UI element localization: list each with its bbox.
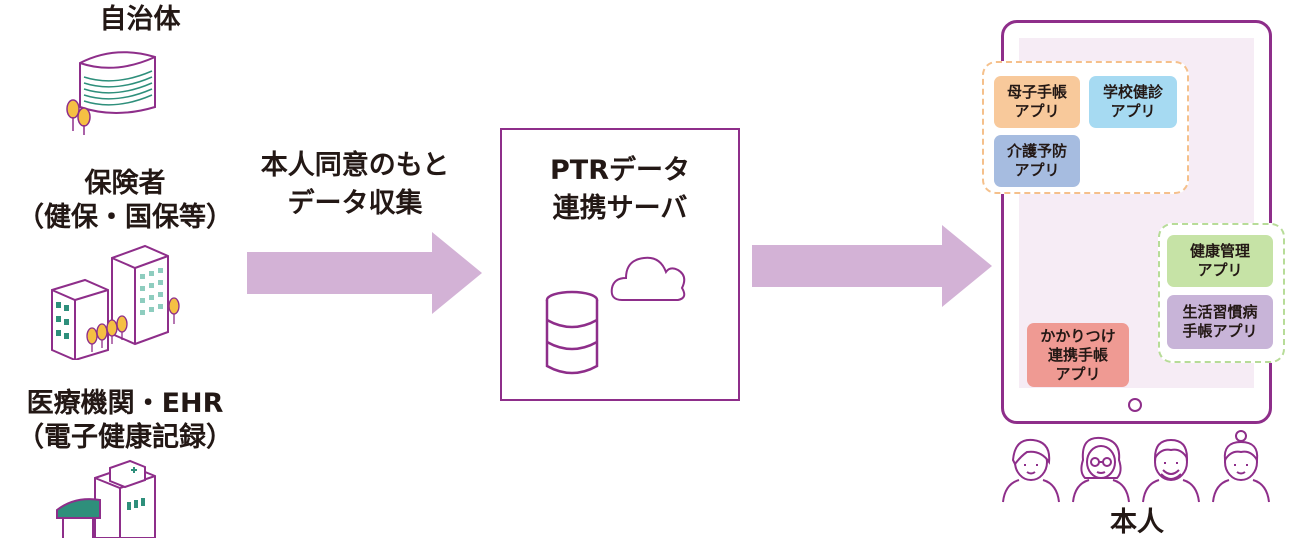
source-medical-line-2: （電子健康記録） [17,422,233,453]
app-care-prevention[interactable]: 介護予防 アプリ [994,135,1080,187]
people-group [997,430,1283,504]
cloud-icon [608,248,690,308]
source-insurers-line-2: （健保・国保等） [17,202,233,233]
ptr-server-box: PTRデータ 連携サーバ [500,128,740,401]
app-maternal-line-1: 母子手帳 [1006,83,1067,101]
consent-line-2: データ収集 [287,188,423,219]
app-maternal-line-2: アプリ [1014,102,1060,120]
source-insurers-line-1: 保険者 [84,168,166,199]
app-health-line-2: アプリ [1197,261,1243,279]
tablet-home-button[interactable] [1128,398,1142,412]
hospital-icon [55,458,175,538]
municipal-building-icon [60,45,170,135]
server-title: PTRデータ 連携サーバ [502,152,738,228]
app-school-line-2: アプリ [1110,102,1156,120]
source-municipality-line-1: 自治体 [99,4,181,35]
arrow-to-user [752,225,992,307]
app-care-line-2: アプリ [1014,161,1060,179]
server-title-line-1: PTRデータ [550,155,690,186]
app-school-line-1: 学校健診 [1102,83,1163,101]
consent-label: 本人同意のもと データ収集 [230,147,480,223]
arrow-to-server [247,232,482,314]
server-title-line-2: 連携サーバ [552,193,688,224]
app-maternal-handbook[interactable]: 母子手帳 アプリ [994,76,1080,128]
office-buildings-icon [50,240,185,360]
consent-line-1: 本人同意のもと [260,150,450,181]
source-label-insurers: 保険者 （健保・国保等） [0,167,250,235]
app-health-line-1: 健康管理 [1189,242,1250,260]
app-family-doctor-handbook[interactable]: かかりつけ 連携手帳 アプリ [1027,323,1129,387]
source-label-medical: 医療機関・EHR （電子健康記録） [0,387,250,455]
app-family-line-1: かかりつけ [1040,326,1116,345]
app-health-management[interactable]: 健康管理 アプリ [1167,235,1273,287]
user-label: 本人 [1110,507,1164,538]
source-label-municipality: 自治体 [40,3,240,37]
app-school-checkup[interactable]: 学校健診 アプリ [1089,76,1177,128]
source-medical-line-1: 医療機関・EHR [26,388,224,419]
app-lifestyle-line-1: 生活習慣病 [1182,303,1258,321]
database-icon [544,290,600,376]
app-family-line-3: アプリ [1055,364,1101,383]
app-care-line-1: 介護予防 [1006,142,1067,160]
app-family-line-2: 連携手帳 [1047,345,1108,364]
app-lifestyle-line-2: 手帳アプリ [1182,322,1258,340]
app-lifestyle-disease[interactable]: 生活習慣病 手帳アプリ [1167,295,1273,349]
